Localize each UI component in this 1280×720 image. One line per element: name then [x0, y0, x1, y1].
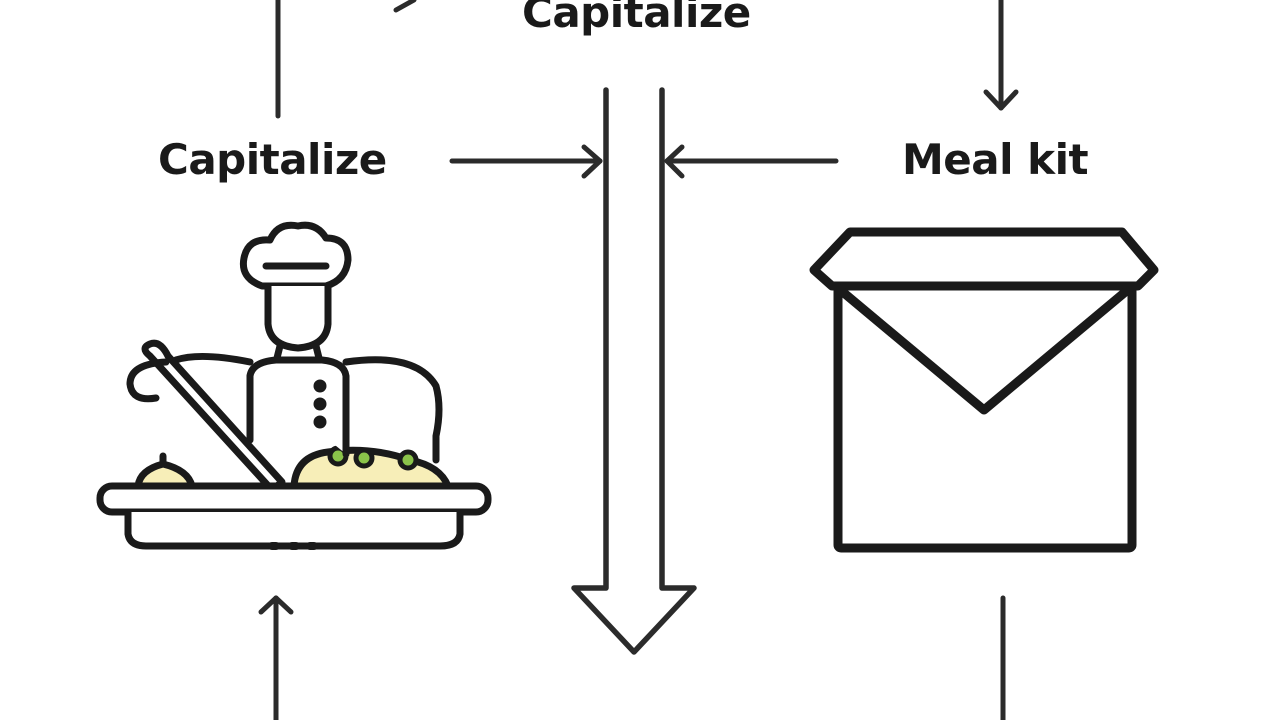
- arrow-up-left: [258, 595, 294, 720]
- center-down-arrow: [571, 87, 697, 655]
- meal-kit-box-icon: [809, 227, 1159, 553]
- connector-top-diagonal: [393, 0, 417, 13]
- arrow-down-right: [983, 0, 1019, 111]
- left-capitalize-label: Capitalize: [158, 135, 387, 184]
- chef-serving-tray-icon: [96, 221, 492, 550]
- top-capitalize-label: Capitalize: [522, 0, 751, 37]
- meal-kit-label: Meal kit: [902, 135, 1089, 184]
- arrow-left-to-center: [664, 144, 839, 179]
- arrow-right-to-center: [449, 144, 603, 179]
